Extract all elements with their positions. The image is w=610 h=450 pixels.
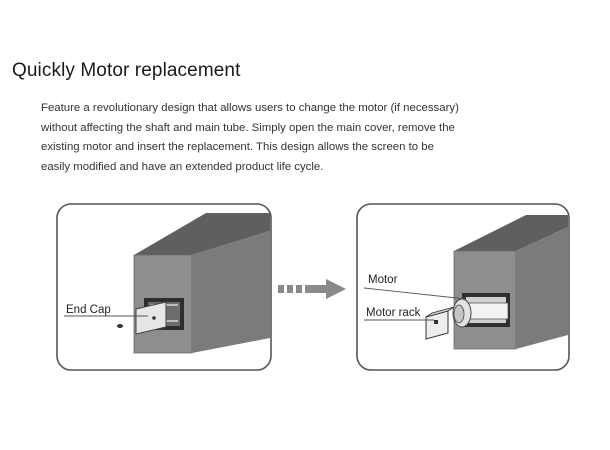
description-line: easily modified and have an extended pro… — [41, 160, 324, 173]
screw-icon — [117, 324, 123, 328]
motor-illustration: Motor Motor rack — [356, 203, 570, 371]
callout-line — [363, 287, 467, 300]
description-line: Feature a revolutionary design that allo… — [41, 102, 459, 114]
end-cap-plate — [135, 301, 167, 335]
box-top-face — [134, 213, 270, 255]
arrow-icon — [278, 279, 346, 299]
label-end-cap: End Cap — [66, 304, 111, 316]
label-motor: Motor — [368, 274, 398, 286]
description: Feature a revolutionary design that allo… — [41, 99, 511, 177]
label-motor-rack: Motor rack — [366, 307, 421, 319]
box-top-face — [454, 215, 568, 251]
end-cap-illustration: End Cap — [56, 203, 272, 371]
description-line: existing motor and insert the replacemen… — [41, 141, 434, 153]
page-title: Quickly Motor replacement — [12, 60, 241, 81]
box-side-face — [192, 231, 270, 353]
description-line: without affecting the shaft and main tub… — [41, 121, 455, 134]
box-side-face — [516, 227, 568, 349]
motor-tube — [467, 302, 509, 320]
